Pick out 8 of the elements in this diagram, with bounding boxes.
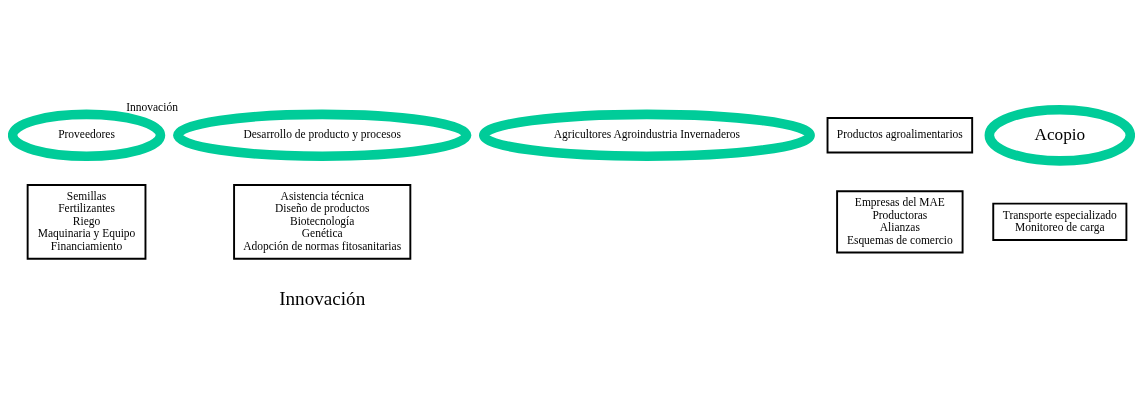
node-box: Productos agroalimentarios <box>826 117 974 154</box>
node-box: Empresas del MAE Productoras Alianzas Esquemas de comercio <box>836 190 964 254</box>
label: Innovación <box>279 287 366 309</box>
node-ellipse: Agricultores Agroindustria Invernaderos <box>479 109 815 161</box>
node-box: Semillas Fertilizantes Riego Maquinaria y Equipo Financiamiento <box>26 184 147 260</box>
node-box: Transporte especializado Monitoreo de carga <box>992 202 1128 241</box>
node-ellipse: Acopio <box>984 104 1135 166</box>
node-box: Asistencia técnica Diseño de productos Biotecnología Genética Adopción de normas fitosanitarias <box>233 184 412 260</box>
